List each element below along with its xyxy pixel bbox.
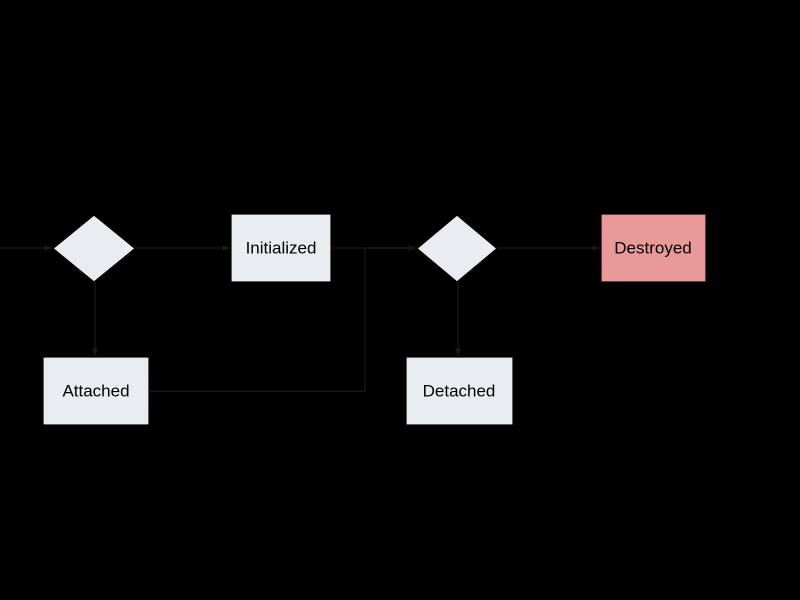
node-label-attached: Attached xyxy=(62,381,129,400)
node-initialized[interactable]: Initialized xyxy=(230,213,332,283)
node-attached[interactable]: Attached xyxy=(42,356,150,426)
node-label-detached: Detached xyxy=(423,381,496,400)
state-box-shape[interactable] xyxy=(405,356,514,426)
state-box-shape[interactable] xyxy=(42,356,150,426)
state-box-shape[interactable] xyxy=(600,213,707,283)
node-destroyed[interactable]: Destroyed xyxy=(600,213,707,283)
node-label-initialized: Initialized xyxy=(246,238,317,257)
node-decision-1[interactable] xyxy=(52,214,136,283)
node-detached[interactable]: Detached xyxy=(405,356,514,426)
node-label-destroyed: Destroyed xyxy=(614,238,691,257)
decision-diamond-shape[interactable] xyxy=(52,214,136,283)
edges-layer xyxy=(0,245,600,392)
decision-diamond-shape[interactable] xyxy=(416,214,498,283)
edge-attached-to-decision-2[interactable] xyxy=(149,245,416,392)
node-decision-2[interactable] xyxy=(416,214,498,283)
state-box-shape[interactable] xyxy=(230,213,332,283)
